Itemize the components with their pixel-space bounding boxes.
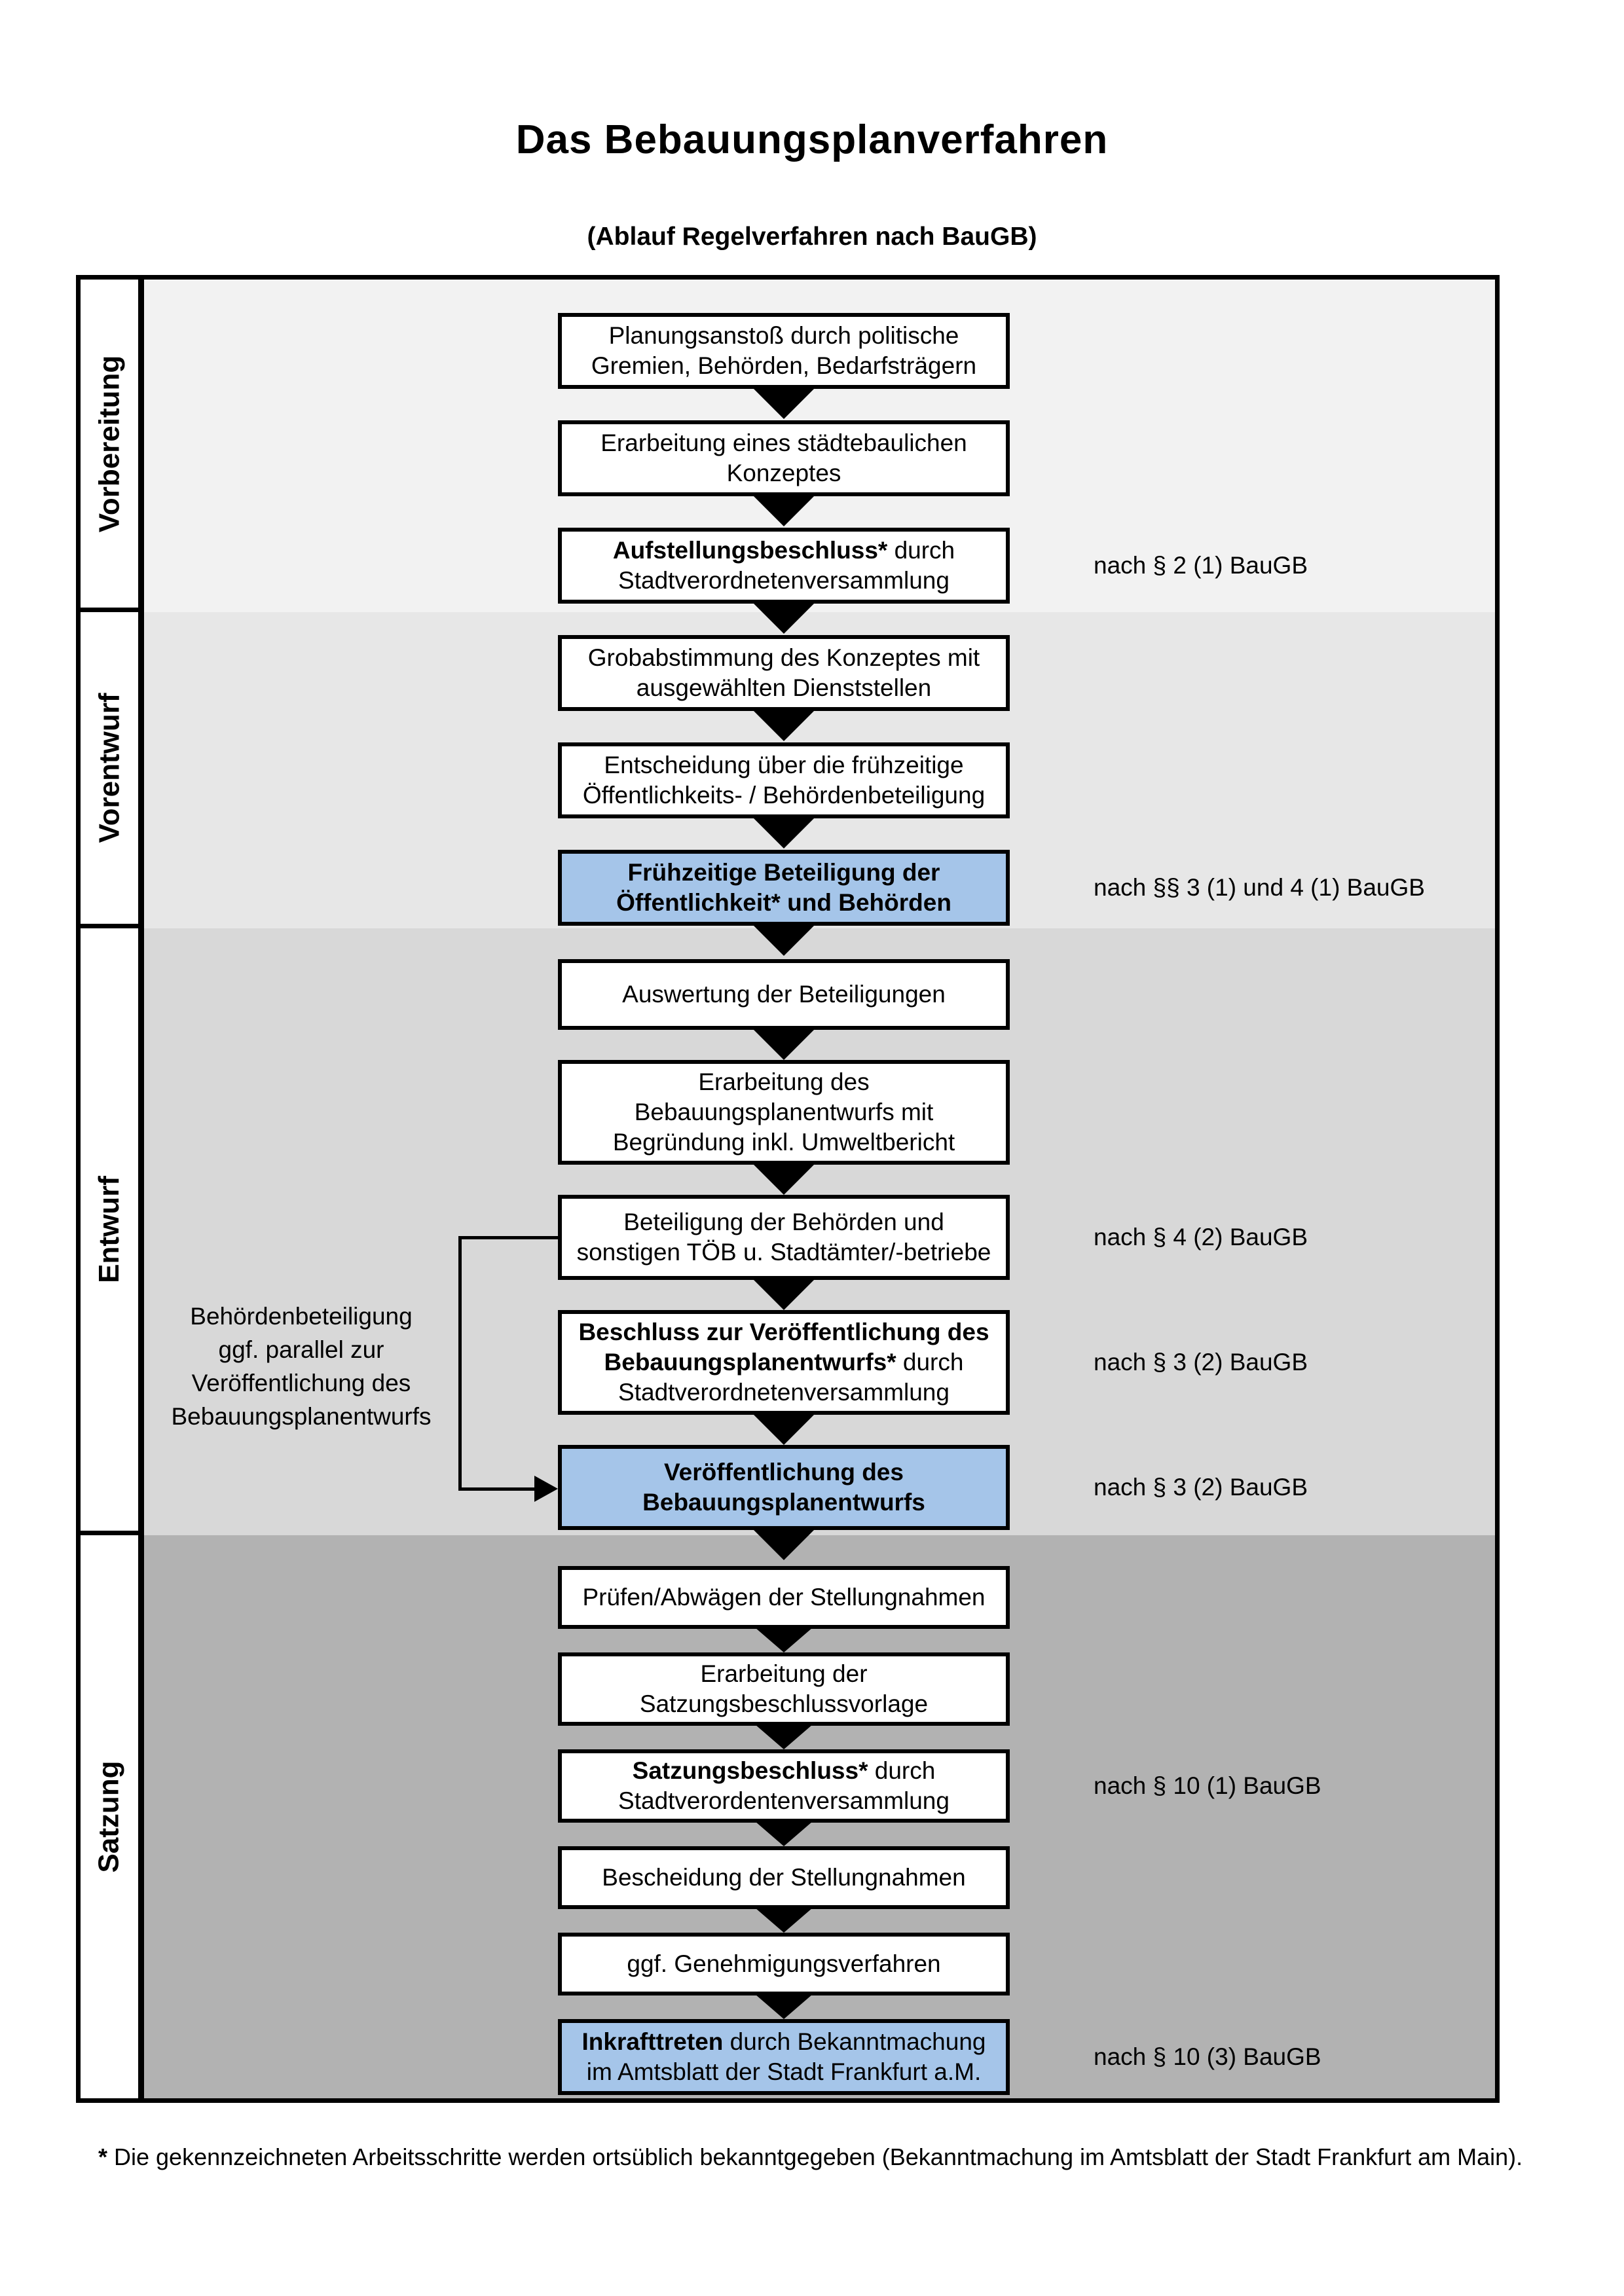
step-line: Öffentlichkeits- / Behördenbeteiligung bbox=[582, 782, 986, 809]
step-bescheidung: Bescheidung der Stellungnahmen bbox=[558, 1846, 1010, 1909]
footnote: * Die gekennzeichneten Arbeitsschritte w… bbox=[98, 2140, 1539, 2175]
step-line: Gremien, Behörden, Bedarfsträgern bbox=[591, 352, 977, 379]
phase-cell-vorentwurf: Vorentwurf bbox=[81, 612, 138, 928]
flow-arrow-down-icon bbox=[752, 710, 815, 741]
phase-label-vorentwurf: Vorentwurf bbox=[93, 693, 125, 843]
step-grobabstimmung: Grobabstimmung des Konzeptes mit ausgewä… bbox=[558, 635, 1010, 711]
step-line: Bebauungsplanentwurfs bbox=[642, 1489, 925, 1516]
legal-reference-label: nach § 2 (1) BauGB bbox=[1094, 552, 1308, 579]
step-satzungsbeschluss: Satzungsbeschluss* durch Stadtverordente… bbox=[558, 1749, 1010, 1823]
step-line: Auswertung der Beteiligungen bbox=[622, 981, 946, 1008]
phase-cell-entwurf: Entwurf bbox=[81, 928, 138, 1535]
step-line: ausgewählten Dienststellen bbox=[636, 674, 932, 701]
step-line: Stadtverordentenversammlung bbox=[618, 1787, 950, 1814]
step-line: Veröffentlichung des bbox=[664, 1459, 904, 1485]
step-line: Entscheidung über die frühzeitige bbox=[604, 752, 964, 778]
flow-arrow-down-icon bbox=[755, 1628, 813, 1652]
step-line: ggf. Genehmigungsverfahren bbox=[627, 1950, 941, 1977]
step-line: Inkrafttreten durch Bekanntmachung bbox=[581, 2028, 986, 2055]
step-planungsanstoss: Planungsanstoß durch politische Gremien,… bbox=[558, 313, 1010, 389]
flow-arrow-down-icon bbox=[752, 1529, 815, 1560]
phase-cell-satzung: Satzung bbox=[81, 1535, 138, 2098]
step-line: Erarbeitung des bbox=[698, 1068, 870, 1095]
step-bebauungsplanentwurf: Erarbeitung des Bebauungsplanentwurfs mi… bbox=[558, 1060, 1010, 1165]
phase-label-entwurf: Entwurf bbox=[93, 1176, 126, 1283]
step-line: Erarbeitung eines städtebaulichen bbox=[600, 429, 967, 456]
side-note-line: Bebauungsplanentwurfs bbox=[171, 1403, 432, 1430]
step-line: im Amtsblatt der Stadt Frankfurt a.M. bbox=[586, 2058, 982, 2085]
parallel-connector-line bbox=[458, 1487, 534, 1491]
phase-column: Vorbereitung Vorentwurf Entwurf Satzung bbox=[81, 280, 144, 2098]
step-line: Bebauungsplanentwurfs* durch bbox=[604, 1349, 964, 1376]
flow-arrow-down-icon bbox=[752, 1279, 815, 1310]
step-entscheidung-beteiligung: Entscheidung über die frühzeitige Öffent… bbox=[558, 742, 1010, 818]
flow-arrow-down-icon bbox=[755, 1908, 813, 1933]
page-title: Das Bebauungsplanverfahren bbox=[515, 117, 1109, 162]
phase-label-satzung: Satzung bbox=[93, 1760, 126, 1873]
flow-arrow-down-icon bbox=[755, 1994, 813, 2019]
flow-arrow-down-icon bbox=[752, 495, 815, 526]
step-pruefen-abwaegen: Prüfen/Abwägen der Stellungnahmen bbox=[558, 1566, 1010, 1629]
legal-reference-label: nach § 4 (2) BauGB bbox=[1094, 1224, 1308, 1250]
step-line: Stadtverordnetenversammlung bbox=[618, 1379, 950, 1406]
step-line: Beteiligung der Behörden und bbox=[623, 1209, 944, 1235]
step-fruehzeitige-beteiligung: Frühzeitige Beteiligung der Öffentlichke… bbox=[558, 850, 1010, 926]
step-line: Öffentlichkeit* und Behörden bbox=[616, 889, 951, 916]
legal-reference-label: nach § 3 (2) BauGB bbox=[1094, 1474, 1308, 1501]
phase-label-vorbereitung: Vorbereitung bbox=[93, 355, 125, 532]
step-veroeffentlichungsbeschluss: Beschluss zur Veröffentlichung des Bebau… bbox=[558, 1310, 1010, 1415]
phase-cell-vorbereitung: Vorbereitung bbox=[81, 280, 138, 612]
step-line: Grobabstimmung des Konzeptes mit bbox=[587, 644, 980, 671]
step-line: Aufstellungsbeschluss* durch bbox=[612, 537, 955, 564]
flow-arrow-down-icon bbox=[752, 924, 815, 956]
step-line: sonstigen TÖB u. Stadtämter/-betriebe bbox=[576, 1239, 991, 1266]
page-subtitle: (Ablauf Regelverfahren nach BauGB) bbox=[587, 223, 1037, 251]
flow-arrow-down-icon bbox=[752, 1163, 815, 1195]
step-behoerdenbeteiligung: Beteiligung der Behörden und sonstigen T… bbox=[558, 1195, 1010, 1280]
step-veroeffentlichung: Veröffentlichung des Bebauungsplanentwur… bbox=[558, 1445, 1010, 1530]
step-line: Erarbeitung der bbox=[700, 1660, 868, 1687]
step-aufstellungsbeschluss: Aufstellungsbeschluss* durch Stadtverord… bbox=[558, 528, 1010, 604]
parallel-connector-line bbox=[458, 1236, 462, 1491]
flow-arrow-down-icon bbox=[752, 1413, 815, 1445]
step-line: Bebauungsplanentwurfs mit bbox=[634, 1099, 934, 1125]
step-line: Prüfen/Abwägen der Stellungnahmen bbox=[582, 1584, 986, 1611]
legal-reference-label: nach §§ 3 (1) und 4 (1) BauGB bbox=[1094, 874, 1425, 901]
connector-arrow-right-icon bbox=[534, 1476, 558, 1502]
step-line: Beschluss zur Veröffentlichung des bbox=[578, 1319, 989, 1345]
parallel-connector-line bbox=[458, 1236, 558, 1239]
legal-reference-label: nach § 3 (2) BauGB bbox=[1094, 1349, 1308, 1376]
side-note-line: Veröffentlichung des bbox=[191, 1370, 411, 1396]
flow-arrow-down-icon bbox=[752, 817, 815, 848]
step-line: Begründung inkl. Umweltbericht bbox=[612, 1129, 955, 1156]
step-line: Satzungsbeschluss* durch bbox=[632, 1757, 936, 1784]
side-note: Behördenbeteiligung ggf. parallel zur Ve… bbox=[157, 1300, 445, 1433]
step-staedtebauliches-konzept: Erarbeitung eines städtebaulichen Konzep… bbox=[558, 420, 1010, 496]
flow-arrow-down-icon bbox=[752, 602, 815, 634]
side-note-line: Behördenbeteiligung bbox=[190, 1303, 413, 1330]
footnote-text: Die gekennzeichneten Arbeitsschritte wer… bbox=[107, 2143, 1523, 2170]
legal-reference-label: nach § 10 (1) BauGB bbox=[1094, 1772, 1321, 1799]
step-line: Planungsanstoß durch politische bbox=[608, 322, 959, 349]
step-genehmigungsverfahren: ggf. Genehmigungsverfahren bbox=[558, 1933, 1010, 1995]
step-satzungsvorlage: Erarbeitung der Satzungsbeschlussvorlage bbox=[558, 1652, 1010, 1726]
footnote-marker: * bbox=[98, 2143, 108, 2170]
step-auswertung: Auswertung der Beteiligungen bbox=[558, 959, 1010, 1030]
legal-reference-label: nach § 10 (3) BauGB bbox=[1094, 2043, 1321, 2070]
step-line: Stadtverordnetenversammlung bbox=[618, 567, 950, 594]
flow-arrow-down-icon bbox=[752, 1029, 815, 1060]
step-line: Satzungsbeschlussvorlage bbox=[639, 1690, 929, 1717]
step-line: Bescheidung der Stellungnahmen bbox=[602, 1864, 966, 1891]
flow-arrow-down-icon bbox=[755, 1724, 813, 1749]
step-line: Frühzeitige Beteiligung der bbox=[627, 859, 940, 886]
side-note-line: ggf. parallel zur bbox=[218, 1336, 384, 1363]
step-line: Konzeptes bbox=[726, 460, 841, 486]
flow-arrow-down-icon bbox=[752, 388, 815, 419]
flow-arrow-down-icon bbox=[755, 1821, 813, 1846]
step-inkrafttreten: Inkrafttreten durch Bekanntmachung im Am… bbox=[558, 2019, 1010, 2095]
